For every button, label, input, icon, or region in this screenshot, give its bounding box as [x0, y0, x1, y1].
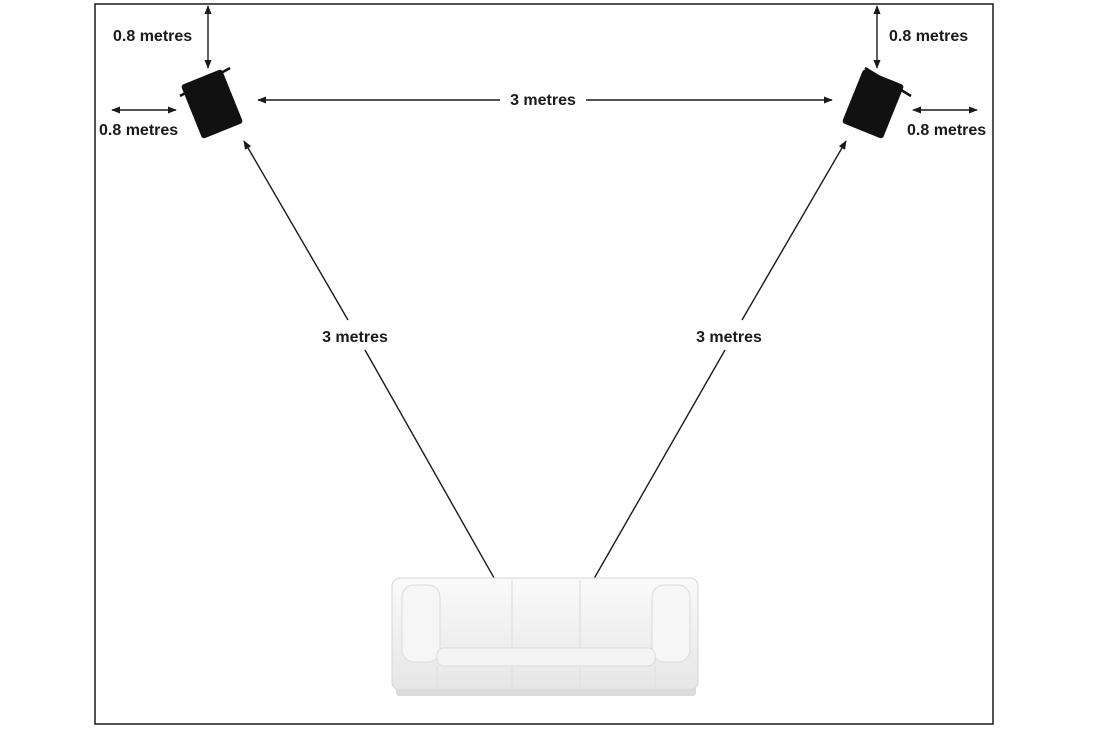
label-left-to-sofa: 3 metres: [322, 329, 388, 346]
arrow-left-to-sofa-upper: [243, 140, 349, 321]
label-top-right-vertical: 0.8 metres: [889, 28, 968, 45]
right-speaker: [842, 66, 912, 139]
arrow-right-to-sofa-upper: [741, 140, 847, 321]
sofa: [391, 577, 699, 696]
label-between-speakers: 3 metres: [510, 92, 576, 109]
label-top-left-horizontal: 0.8 metres: [99, 122, 178, 139]
label-right-to-sofa: 3 metres: [696, 329, 762, 346]
room-outline: [94, 3, 994, 725]
left-speaker: [179, 66, 243, 139]
label-top-right-horizontal: 0.8 metres: [907, 122, 986, 139]
label-top-left-vertical: 0.8 metres: [113, 28, 192, 45]
